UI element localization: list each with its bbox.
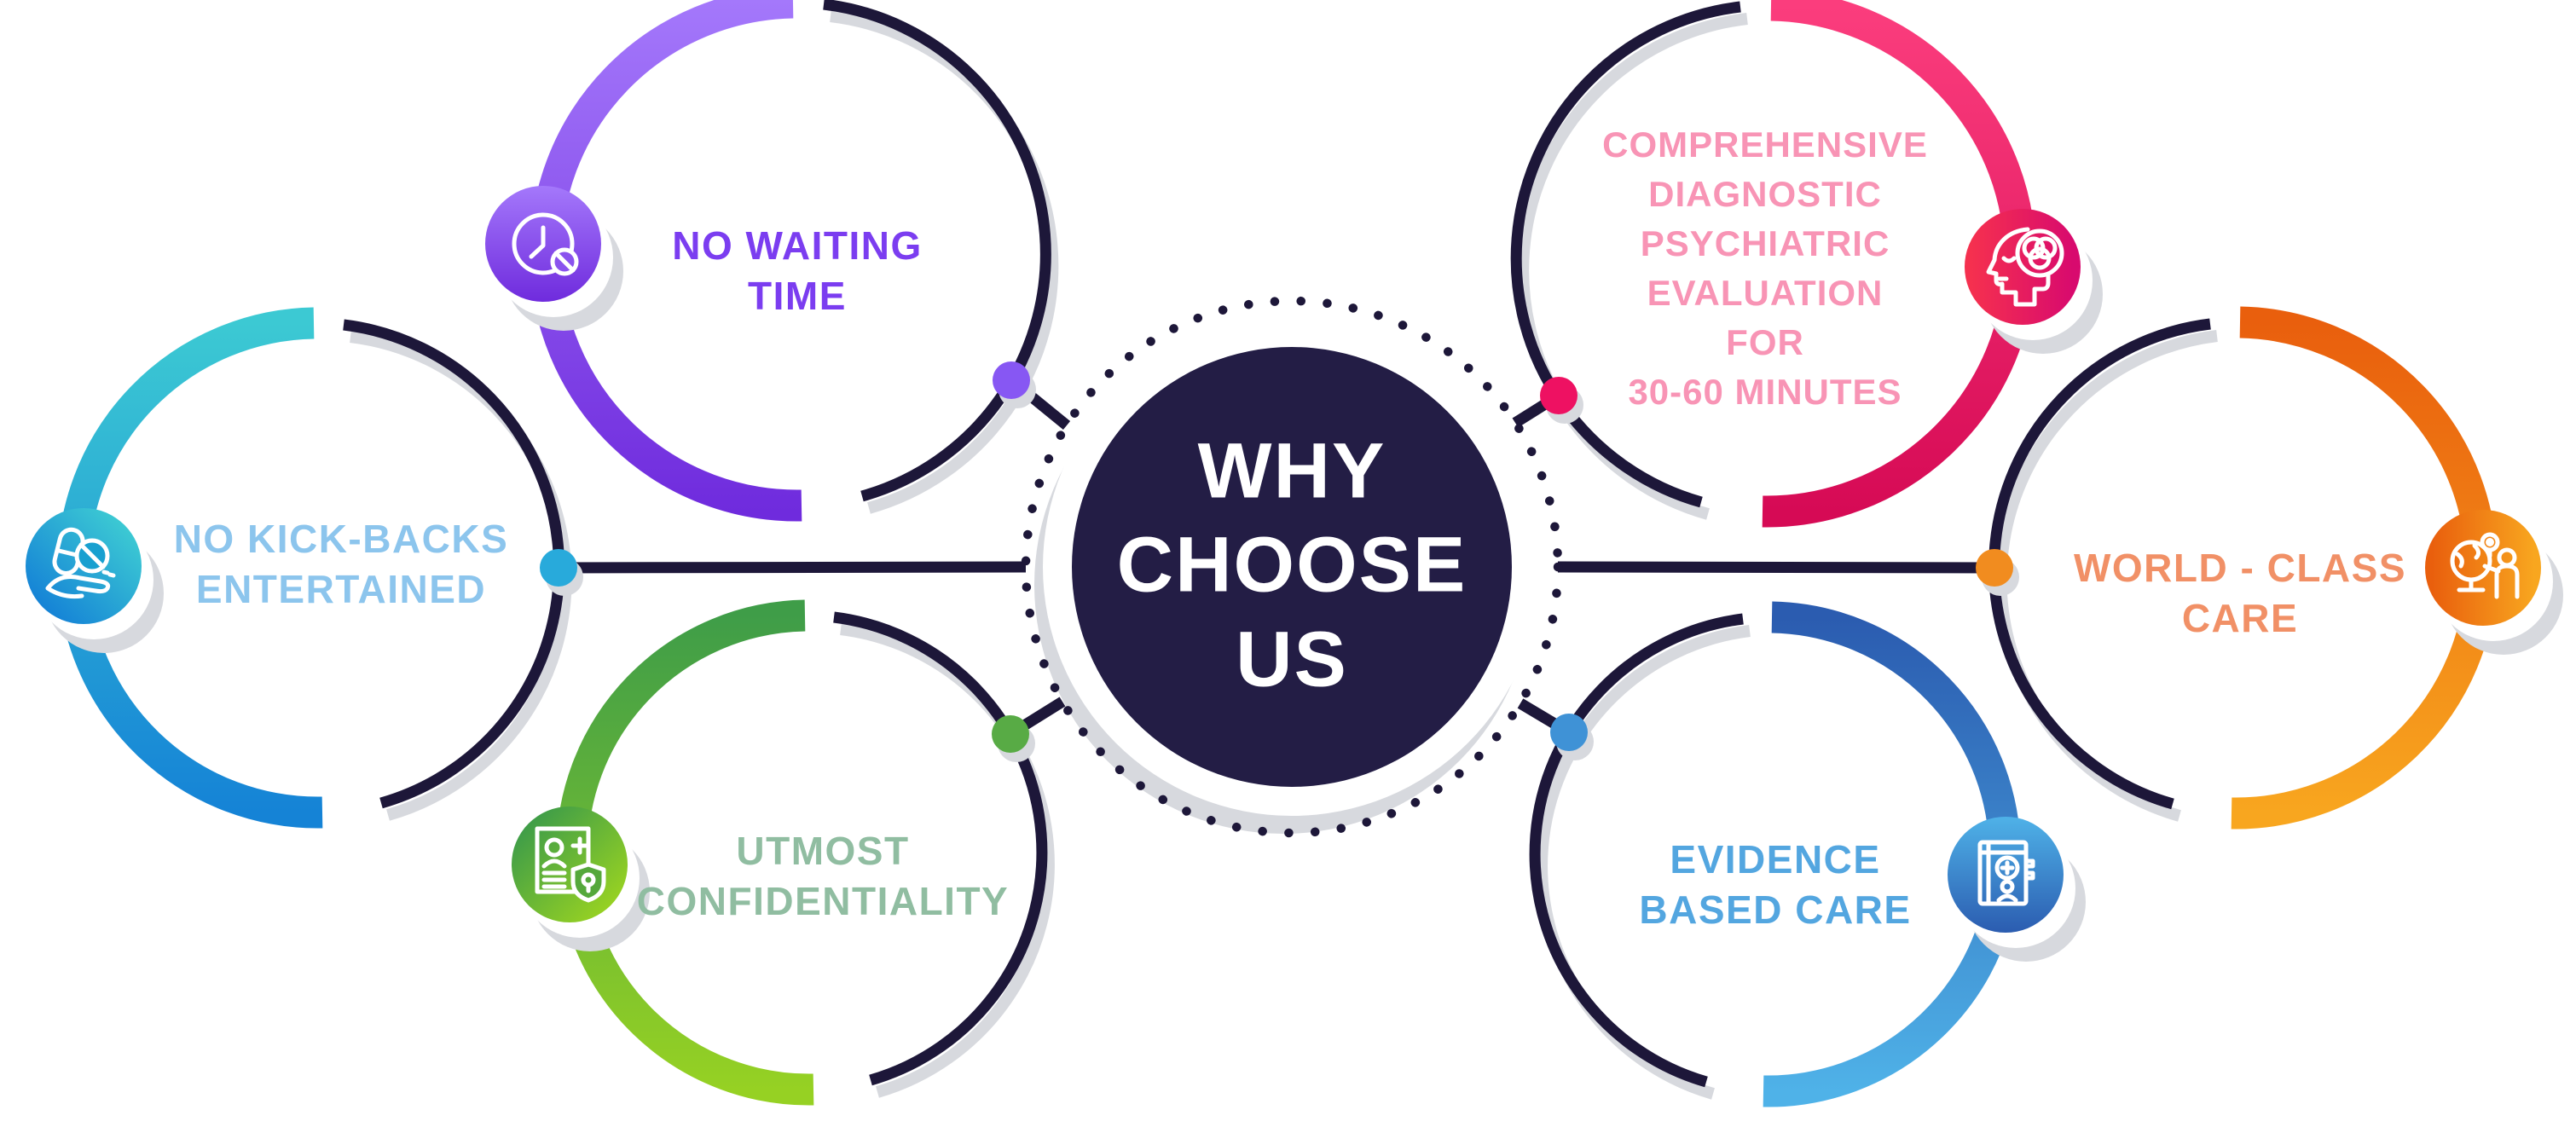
label-utmost-confidentiality: UTMOST CONFIDENTIALITY (636, 829, 1010, 923)
ring-dark-arcs (343, 0, 2211, 1088)
ring-arc-dark (343, 319, 565, 809)
psychiatric-head-icon (1986, 227, 2064, 307)
connector-line (1557, 561, 1995, 574)
badge-circle (2425, 510, 2541, 626)
connector-line (558, 561, 1027, 574)
globe-person-icon (2450, 532, 2520, 599)
ring-arc-dark (1529, 613, 1744, 1088)
label-no-waiting-time: NO WAITING TIME (672, 223, 923, 318)
label-no-kick-backs: NO KICK-BACKS ENTERTAINED (173, 517, 509, 611)
connector-dot (1550, 714, 1588, 751)
icon-badge-world-class-care (2425, 510, 2563, 655)
ring-arc-dark (833, 611, 1048, 1086)
hub (1021, 296, 1563, 838)
hub-title: WHY CHOOSE US (1116, 427, 1467, 703)
evidence-book-icon (1977, 840, 2035, 906)
ring-arc-dark (823, 0, 1051, 502)
icon-badge-evidence-based-care (1948, 817, 2086, 962)
hub-circle (1072, 347, 1512, 787)
label-world-class-care: WORLD - CLASS CARE (2073, 546, 2406, 640)
connector-dots (540, 361, 2019, 762)
connector-dot (992, 715, 1029, 753)
ring-shadow (840, 623, 1055, 1098)
label-comprehensive-evaluation: COMPREHENSIVE DIAGNOSTIC PSYCHIATRIC EVA… (1602, 124, 1928, 412)
icon-badge-no-waiting-time (485, 186, 623, 331)
connector-dot (1540, 377, 1577, 414)
icon-badge-comprehensive-evaluation (1965, 209, 2103, 354)
ring-arc-dark (1510, 1, 1741, 508)
ring-arc-dark (1988, 318, 2211, 810)
confidential-record-icon (535, 826, 606, 903)
ring-shadow (830, 10, 1059, 514)
connector-dot (1976, 549, 2013, 587)
connector-dot (993, 361, 1030, 399)
no-waiting-clock-icon (512, 212, 579, 276)
icon-badge-no-kick-backs (26, 508, 164, 653)
hub-dotted-ring (1021, 296, 1563, 838)
connector-dot (540, 549, 577, 587)
badge-circle (1948, 817, 2064, 933)
icon-badge-utmost-confidentiality (512, 806, 650, 951)
pills-hand-icon (45, 527, 116, 599)
label-evidence-based-care: EVIDENCE BASED CARE (1639, 837, 1912, 932)
